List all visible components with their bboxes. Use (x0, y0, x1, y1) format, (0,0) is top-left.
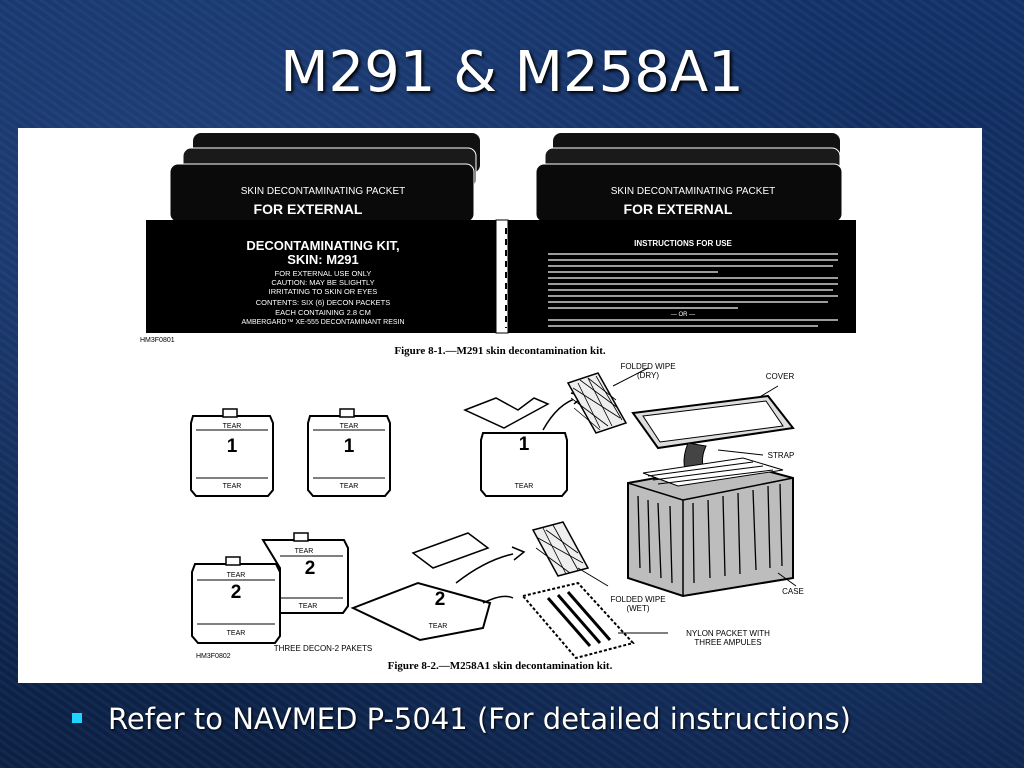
kit-title-1: DECONTAMINATING KIT, (246, 238, 399, 253)
num-2c: 2 (435, 589, 446, 610)
label-folded-wipe-wet-1: FOLDED WIPE (610, 595, 665, 604)
instructions-or: — OR — (671, 312, 695, 318)
packet-2-a (191, 556, 281, 644)
figure1-code: HM3F0801 (140, 337, 175, 344)
m258a1-kit-figure (190, 367, 797, 660)
tear-1a-top: TEAR (223, 423, 242, 430)
instructions-text-lines (548, 253, 838, 327)
slide-title: M291 & M258A1 (280, 40, 744, 105)
label-strap: STRAP (768, 451, 795, 460)
label-folded-wipe-wet-2: (WET) (626, 604, 649, 613)
left-packet-header: SKIN DECONTAMINATING PACKET (241, 186, 405, 197)
dry-wipe (566, 367, 649, 434)
figure2-caption: Figure 8-2.—M258A1 skin decontamination … (388, 660, 613, 672)
kit-line-5: EACH CONTAINING 2.8 CM (275, 308, 371, 317)
label-folded-wipe-dry-1: FOLDED WIPE (620, 362, 675, 371)
num-1a: 1 (227, 436, 238, 457)
kit-line-6: AMBERGARD™ XE-555 DECONTAMINANT RESIN (241, 319, 404, 326)
instructions-heading: INSTRUCTIONS FOR USE (634, 239, 732, 248)
bullet-text: Refer to NAVMED P-5041 (For detailed ins… (108, 702, 851, 736)
bullet-square-icon (72, 713, 82, 723)
m291-kit-figure: SKIN DECONTAMINATING PACKET FOR EXTERNAL… (140, 133, 856, 357)
kit-line-4: CONTENTS: SIX (6) DECON PACKETS (256, 298, 390, 307)
bullet-item: Refer to NAVMED P-5041 (For detailed ins… (72, 702, 851, 736)
opened-packet-1 (463, 392, 585, 497)
label-nylon-packet-1: NYLON PACKET WITH (686, 629, 770, 638)
kit-title-2: SKIN: M291 (287, 252, 359, 267)
num-2b: 2 (305, 558, 316, 579)
m258a1-case (627, 385, 797, 598)
figure1-caption: Figure 8-1.—M291 skin decontamination ki… (394, 345, 606, 357)
opened-packet-2 (350, 532, 526, 642)
label-folded-wipe-dry-2: (DRY) (637, 371, 659, 380)
tear-2a-bottom: TEAR (227, 630, 246, 637)
tear-2c: TEAR (429, 623, 448, 630)
kit-line-3: IRRITATING TO SKIN OR EYES (269, 287, 378, 296)
num-1c: 1 (519, 434, 530, 455)
right-packet-header: SKIN DECONTAMINATING PACKET (611, 186, 775, 197)
tear-1a-bottom: TEAR (223, 483, 242, 490)
right-packet-external: FOR EXTERNAL (624, 201, 733, 217)
tear-1b-top: TEAR (340, 423, 359, 430)
figure-panel: SKIN DECONTAMINATING PACKET FOR EXTERNAL… (18, 128, 982, 683)
left-packet-external: FOR EXTERNAL (254, 201, 363, 217)
tear-1c-bottom: TEAR (515, 483, 534, 490)
num-1b: 1 (344, 436, 355, 457)
tear-2a-top: TEAR (227, 572, 246, 579)
left-packet-stack: SKIN DECONTAMINATING PACKET FOR EXTERNAL (169, 133, 480, 223)
wet-wipe (531, 521, 609, 587)
packet-2-b (261, 532, 349, 614)
figure2-code: HM3F0802 (196, 653, 231, 660)
figure-illustration: SKIN DECONTAMINATING PACKET FOR EXTERNAL… (140, 133, 856, 672)
figure2-text: TEAR 1 TEAR TEAR 1 TEAR 1 TEAR TEAR 2 TE… (196, 362, 804, 672)
label-three-decon-packets: THREE DECON-2 PAKETS (274, 644, 373, 653)
nylon-packet (521, 581, 668, 660)
kit-line-1: FOR EXTERNAL USE ONLY (275, 269, 372, 278)
label-nylon-packet-2: THREE AMPULES (694, 638, 761, 647)
packet-1-b (307, 408, 391, 497)
tear-2b-bottom: TEAR (299, 603, 318, 610)
right-packet-stack: SKIN DECONTAMINATING PACKET FOR EXTERNAL (535, 133, 843, 223)
kit-line-2: CAUTION: MAY BE SLIGHTLY (271, 278, 374, 287)
tear-1b-bottom: TEAR (340, 483, 359, 490)
num-2a: 2 (231, 582, 242, 603)
label-cover: COVER (766, 372, 795, 381)
label-case: CASE (782, 587, 804, 596)
packet-1-a (190, 408, 274, 497)
tear-2b-top: TEAR (295, 548, 314, 555)
